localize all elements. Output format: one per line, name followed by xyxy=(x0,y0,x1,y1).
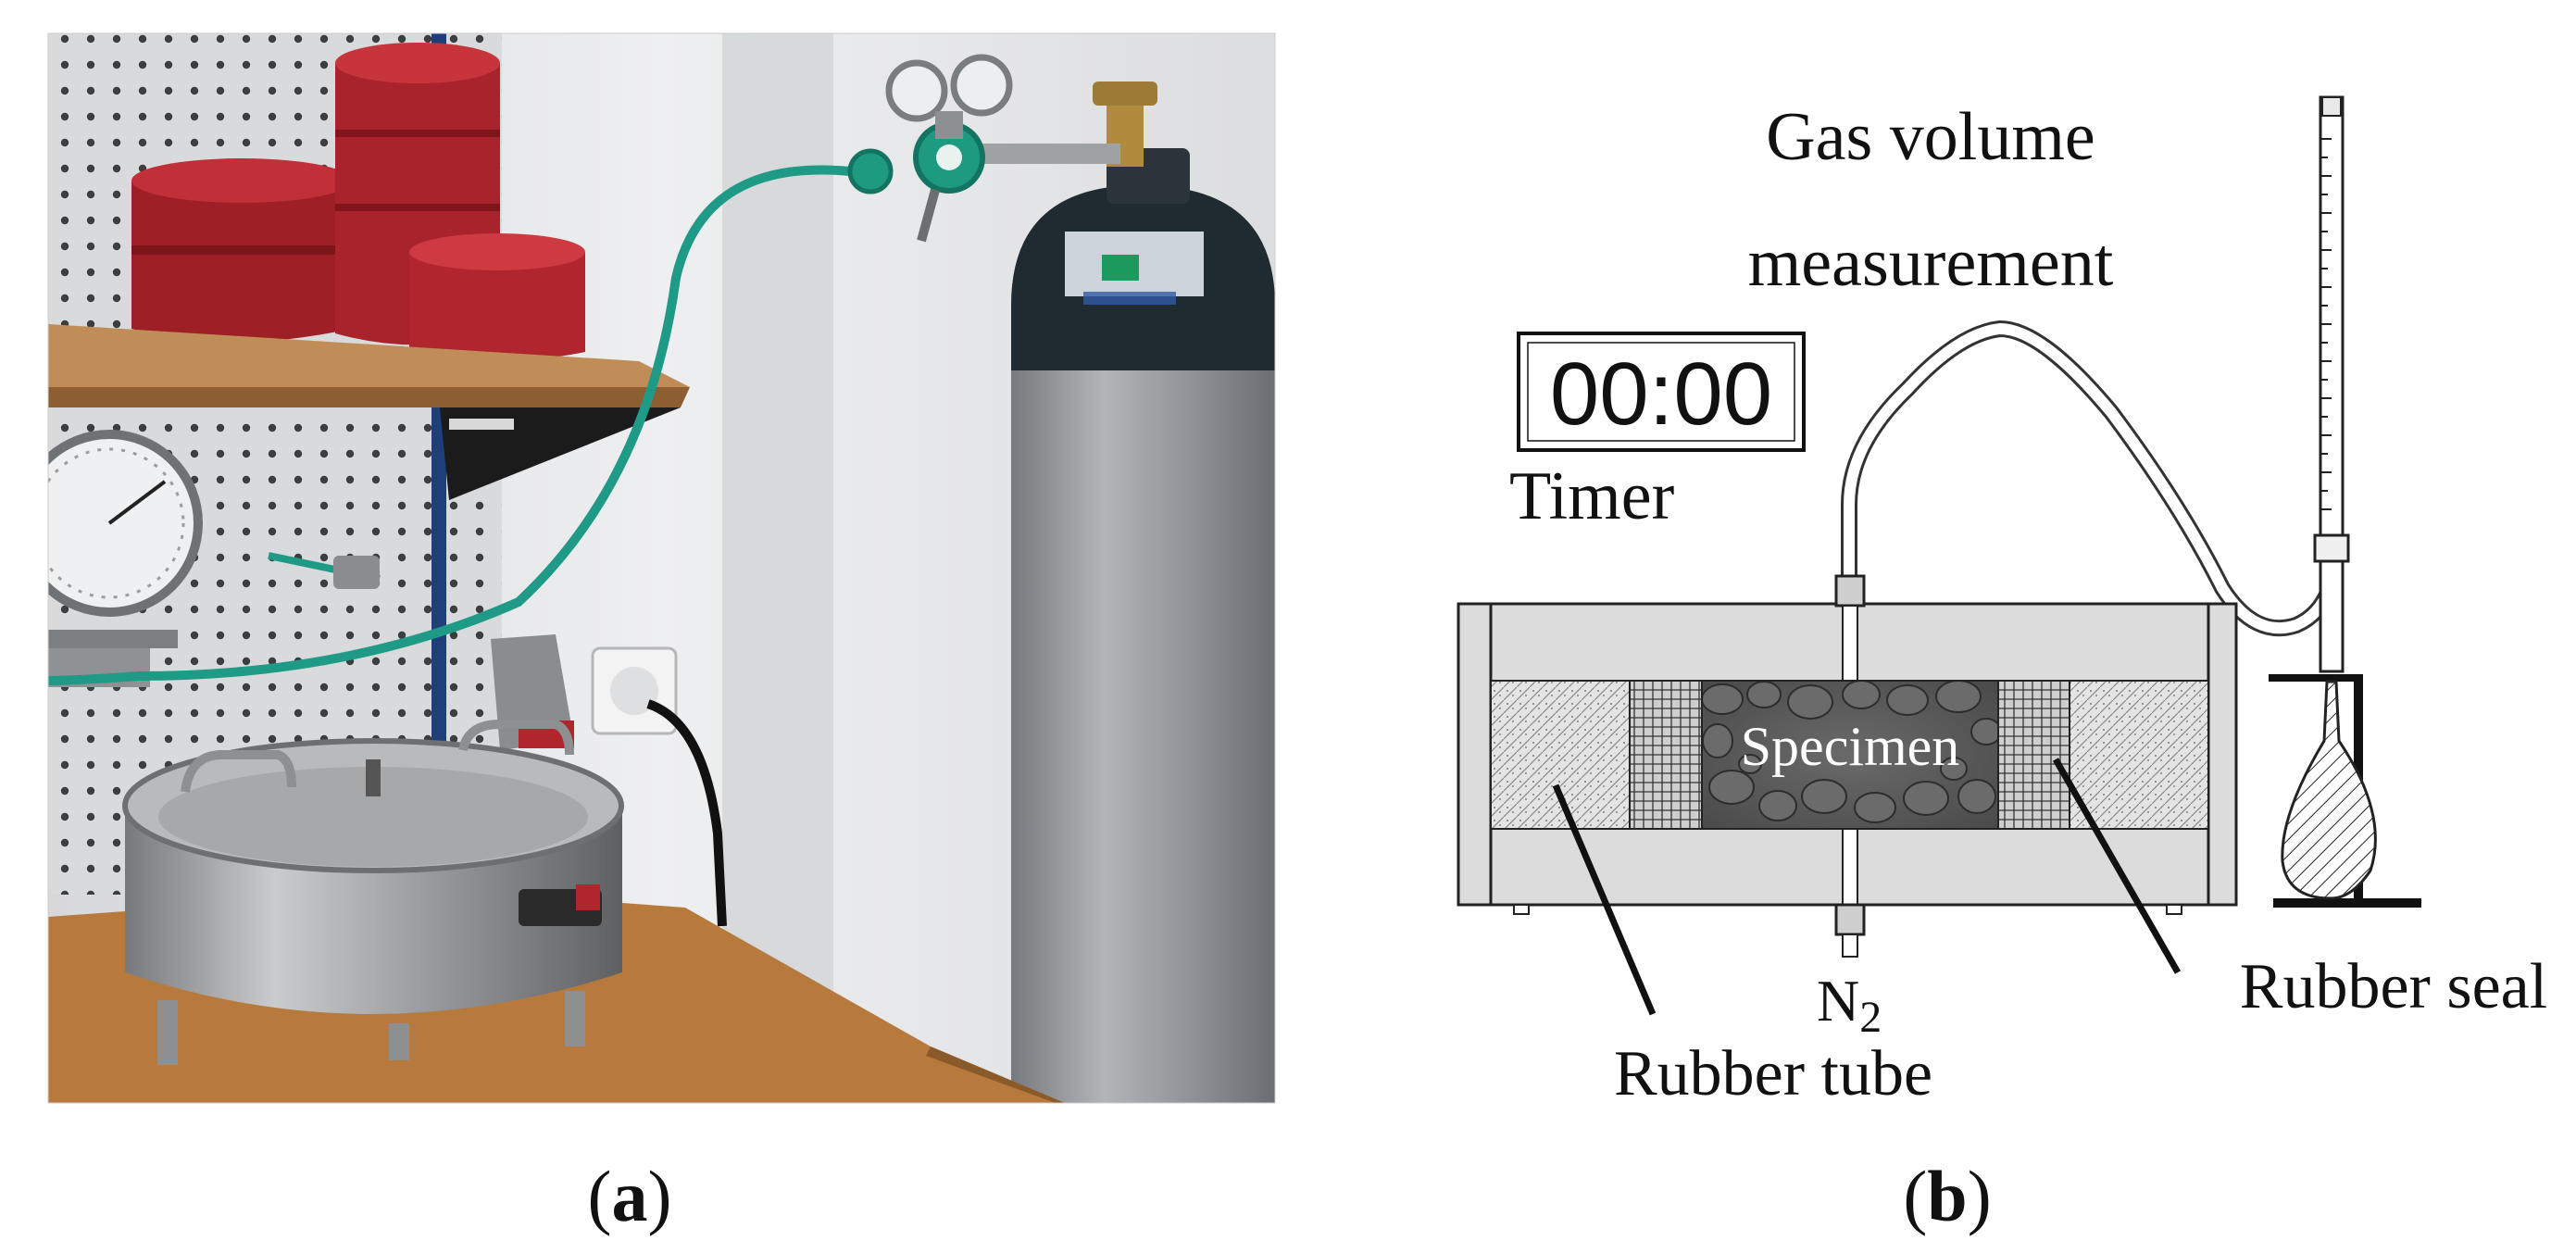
leveling-bulb xyxy=(2281,680,2377,900)
timer-box xyxy=(1517,332,1806,452)
specimen-label: Specimen xyxy=(1741,716,1960,777)
green-hose xyxy=(48,165,855,685)
rubber-tube-right xyxy=(2069,680,2209,830)
caption-b: (b) xyxy=(1903,1156,1991,1236)
top-port-channel xyxy=(1842,605,1858,683)
schematic-panel-b: Gas volume measurement 00:00 Timer xyxy=(1457,95,2547,1109)
top-port-fitting xyxy=(1834,574,1866,608)
n2-inlet-stub xyxy=(1842,933,1858,958)
rubber-seal-label: Rubber seal xyxy=(2240,951,2547,1022)
timer-label: Timer xyxy=(1509,458,1674,534)
caption-a-letter: a xyxy=(612,1156,648,1236)
photo-border xyxy=(47,32,1276,1104)
cell-foot-right xyxy=(2166,904,2182,915)
wall-pressure-gauge xyxy=(48,430,203,687)
timer-inner-box xyxy=(1527,342,1795,442)
gas-tube-inner xyxy=(1844,322,2341,634)
specimen-outline xyxy=(1701,680,1999,830)
pressure-vessel xyxy=(122,720,624,1065)
wood-shelf xyxy=(48,324,690,500)
red-containers xyxy=(131,43,585,361)
rubber-tube-leader xyxy=(1552,783,1657,1016)
nitrogen-cylinder xyxy=(1011,148,1275,1103)
n2-subscript: 2 xyxy=(1859,993,1882,1042)
rubber-tube-label: Rubber tube xyxy=(1614,1038,1932,1109)
rubber-seal-leader xyxy=(2052,758,2182,974)
burette xyxy=(2313,95,2350,673)
cell-foot-left xyxy=(1513,904,1530,915)
caption-a: (a) xyxy=(588,1156,672,1236)
pegboard-valve xyxy=(268,552,381,589)
bottom-port-fitting xyxy=(1834,903,1866,936)
rubber-seal-right xyxy=(1997,680,2070,830)
specimen xyxy=(1702,681,1998,829)
gas-volume-label-line1: Gas volume xyxy=(1766,99,2095,175)
rubber-seal-left xyxy=(1629,680,1703,830)
n2-label: N2 xyxy=(1817,968,1882,1042)
gas-regulator xyxy=(847,54,1157,243)
table-edge xyxy=(926,1046,1065,1103)
caption-b-letter: b xyxy=(1927,1156,1967,1236)
gas-volume-label-line2: measurement xyxy=(1748,225,2114,301)
timer-display: 00:00 xyxy=(1550,345,1772,444)
burette-graduations xyxy=(2320,138,2332,510)
photo-panel-a xyxy=(48,33,1275,1103)
n2-main: N xyxy=(1817,968,1859,1034)
wall-shadow xyxy=(722,33,833,1103)
bottom-port-channel xyxy=(1842,828,1858,906)
rubber-tube-left xyxy=(1490,680,1631,830)
wall-socket xyxy=(591,646,727,927)
